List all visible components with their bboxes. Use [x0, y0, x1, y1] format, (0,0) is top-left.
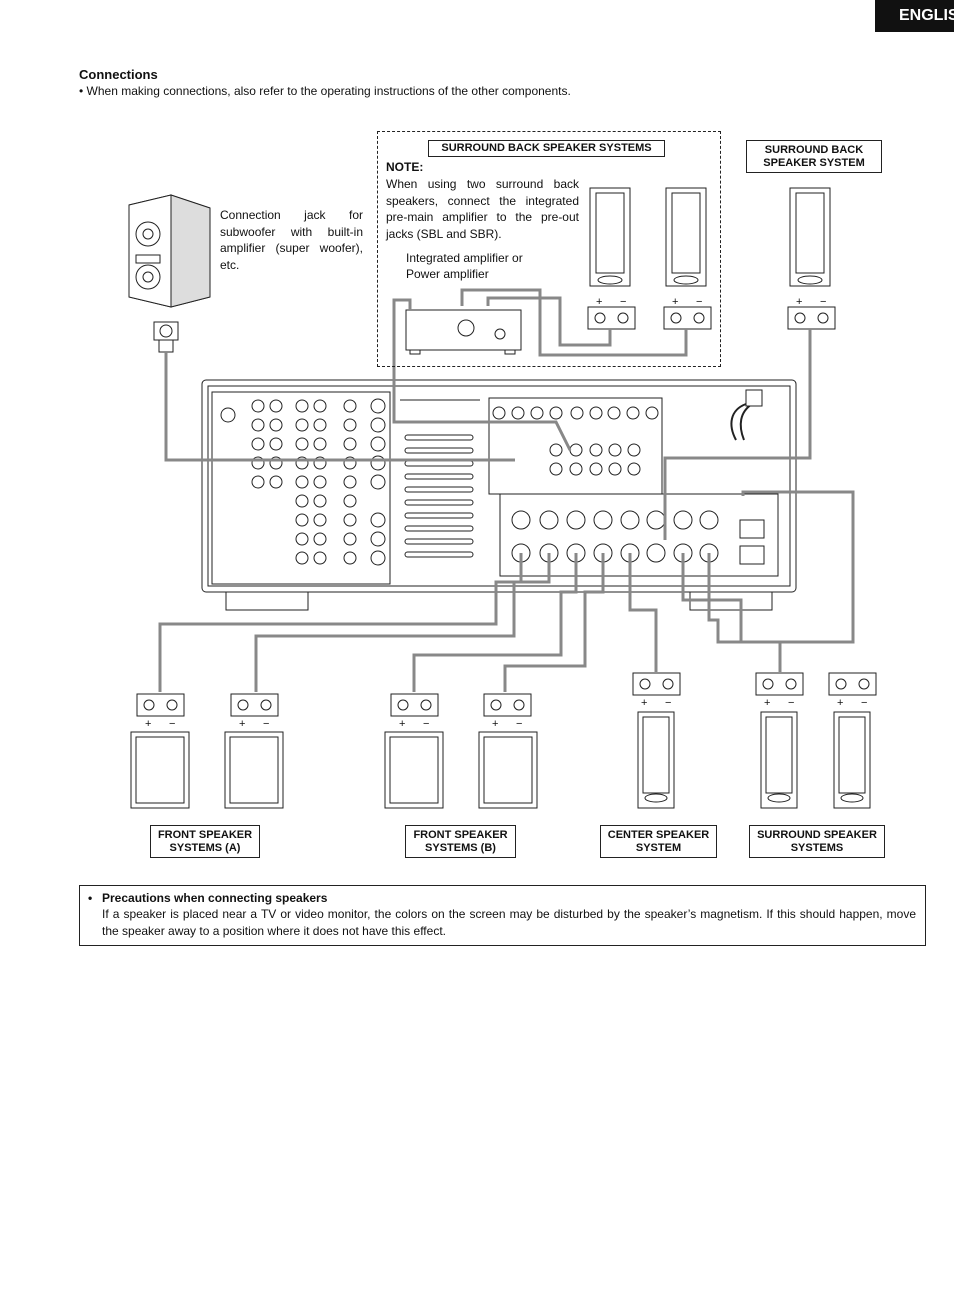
front-b-label: FRONT SPEAKER SYSTEMS (B)	[405, 825, 516, 858]
svg-text:+: +	[672, 296, 678, 308]
polarity-marks-bottom: + − + − + − + − + − + − + −	[145, 697, 867, 730]
center-label: CENTER SPEAKER SYSTEM	[600, 825, 717, 858]
amplifier-icon	[405, 309, 522, 355]
svg-text:+: +	[764, 697, 770, 709]
polarity-marks-top: + − + − + −	[596, 296, 826, 308]
precautions-title: Precautions when connecting speakers	[88, 891, 916, 905]
surround-label: SURROUND SPEAKER SYSTEMS	[749, 825, 885, 858]
svg-text:−: −	[861, 697, 867, 709]
svg-text:+: +	[796, 296, 802, 308]
speaker-terminals-top	[587, 306, 836, 330]
svg-text:−: −	[620, 296, 626, 308]
svg-text:−: −	[820, 296, 826, 308]
amplifier-label: Integrated amplifier or Power amplifier	[406, 251, 523, 281]
power-cord-icon	[730, 389, 763, 441]
svg-text:−: −	[665, 697, 671, 709]
connection-wires	[158, 288, 855, 692]
rca-jacks	[220, 398, 659, 566]
vent-slots	[404, 434, 474, 558]
language-tab: ENGLISH	[875, 0, 954, 32]
surround-back-single-label: SURROUND BACK SPEAKER SYSTEM	[746, 140, 882, 173]
section-title: Connections	[79, 67, 158, 82]
svg-text:+: +	[145, 718, 151, 730]
speaker-terminals-bottom	[136, 672, 877, 717]
surround-back-note-box	[377, 131, 721, 367]
note-text: When using two surround back speakers, c…	[386, 177, 579, 241]
subwoofer-description: Connection jack for subwoofer with built…	[220, 208, 363, 272]
svg-text:+: +	[596, 296, 602, 308]
speaker-icon	[130, 711, 871, 809]
note-title: NOTE:	[386, 160, 424, 174]
svg-text:+: +	[641, 697, 647, 709]
svg-text:+: +	[492, 718, 498, 730]
svg-text:+: +	[399, 718, 405, 730]
svg-text:−: −	[423, 718, 429, 730]
subwoofer-jack-icon	[153, 321, 179, 353]
surround-back-systems-label: SURROUND BACK SPEAKER SYSTEMS	[428, 140, 665, 157]
instruction-bullet: • When making connections, also refer to…	[79, 84, 571, 98]
speaker-icon	[589, 187, 831, 287]
svg-text:−: −	[263, 718, 269, 730]
front-a-label: FRONT SPEAKER SYSTEMS (A)	[150, 825, 260, 858]
subwoofer-icon	[128, 194, 211, 308]
svg-text:−: −	[516, 718, 522, 730]
precautions-box: Precautions when connecting speakers If …	[79, 885, 926, 946]
svg-text:−: −	[788, 697, 794, 709]
precautions-text: If a speaker is placed near a TV or vide…	[102, 907, 916, 938]
svg-text:+: +	[239, 718, 245, 730]
svg-text:−: −	[169, 718, 175, 730]
svg-text:+: +	[837, 697, 843, 709]
svg-text:−: −	[696, 296, 702, 308]
